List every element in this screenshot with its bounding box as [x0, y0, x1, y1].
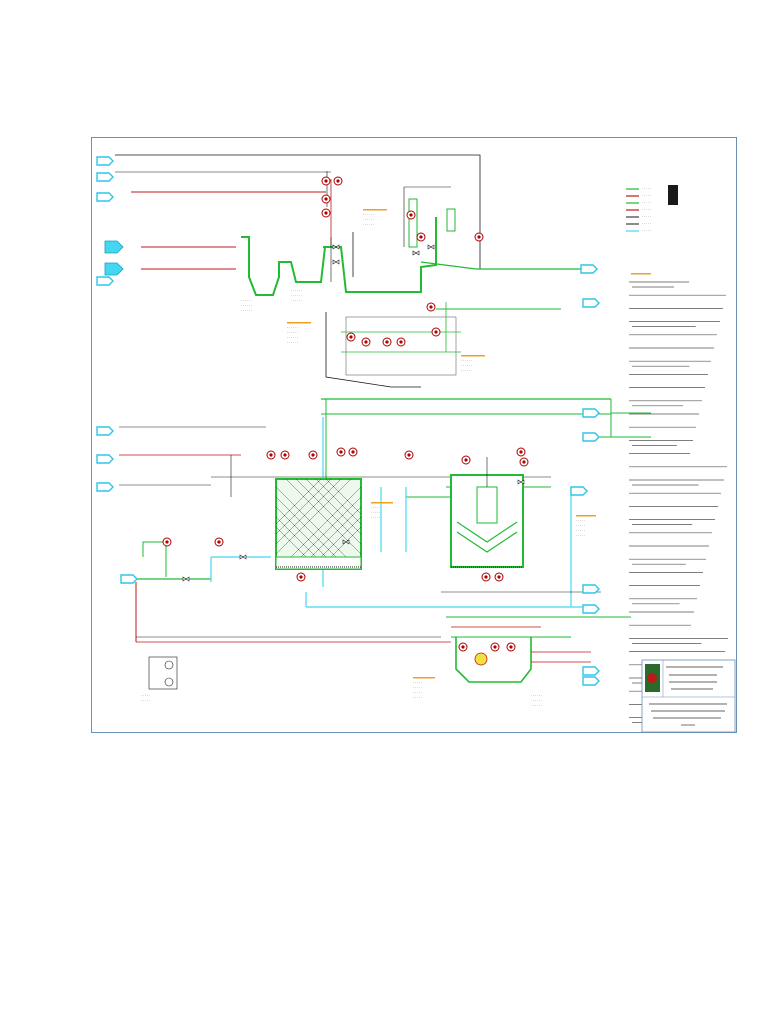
svg-text:· · · · ·: · · · · · — [141, 694, 150, 698]
svg-text:· · · · ·: · · · · · — [642, 208, 651, 212]
stream-tags — [96, 156, 600, 686]
svg-text:· · · · ·: · · · · · — [576, 534, 585, 538]
main-pipes — [119, 398, 651, 643]
svg-text:· · · · · ·: · · · · · · — [363, 213, 374, 217]
svg-text:· · · · ·: · · · · · — [642, 187, 651, 191]
dosing-section — [325, 302, 561, 388]
svg-text:· · · · · ·: · · · · · · — [461, 369, 472, 373]
svg-text:· · · · ·: · · · · · — [413, 691, 422, 695]
svg-text:· · · · ·: · · · · · — [642, 194, 651, 198]
svg-text:· · · · · ·: · · · · · · — [531, 699, 542, 703]
svg-text:· · · · ·: · · · · · — [642, 201, 651, 205]
svg-text:· · · · · ·: · · · · · · — [531, 704, 542, 708]
svg-text:· · · · ·: · · · · · — [141, 699, 150, 703]
inlet-section — [104, 154, 596, 296]
clarifier-unit — [450, 457, 524, 568]
svg-text:· · · · ·: · · · · · — [371, 506, 380, 510]
svg-text:· · · · ·: · · · · · — [576, 524, 585, 528]
svg-text:· · · · ·: · · · · · — [413, 696, 422, 700]
callout-notes: · · · · · ·· · · · · ·· · · · · · · · · … — [141, 209, 596, 708]
svg-text:· · · · · ·: · · · · · · — [287, 336, 298, 340]
notes-column — [629, 273, 728, 723]
svg-text:· · · · · ·: · · · · · · — [461, 359, 472, 363]
svg-text:· · · · · ·: · · · · · · — [363, 223, 374, 227]
svg-text:· · · · · ·: · · · · · · — [291, 299, 302, 303]
svg-text:· · · · · ·: · · · · · · — [461, 364, 472, 368]
svg-text:· · · · ·: · · · · · — [413, 686, 422, 690]
svg-text:· · · · ·: · · · · · — [576, 529, 585, 533]
sheet-frame — [91, 137, 737, 733]
svg-text:· · · · · ·: · · · · · · — [287, 331, 298, 335]
drawing-sheet: · · · · · ·· · · · · ·· · · · · · · · · … — [91, 137, 737, 751]
svg-text:· · · · ·: · · · · · — [371, 511, 380, 515]
svg-text:· · · · ·: · · · · · — [642, 222, 651, 226]
svg-text:· · · · · ·: · · · · · · — [241, 304, 252, 308]
sludge-tank — [451, 626, 591, 683]
title-block — [641, 659, 736, 733]
svg-text:· · · · ·: · · · · · — [576, 519, 585, 523]
svg-text:· · · · · ·: · · · · · · — [363, 218, 374, 222]
svg-text:· · · · · ·: · · · · · · — [241, 299, 252, 303]
svg-text:· · · · ·: · · · · · — [413, 681, 422, 685]
legend: · · · · · · · · · · · · · · · · · · · · · · … — [626, 185, 678, 233]
svg-text:· · · · · ·: · · · · · · — [287, 341, 298, 345]
svg-text:· · · · · ·: · · · · · · — [287, 326, 298, 330]
svg-text:· · · · · ·: · · · · · · — [291, 294, 302, 298]
svg-text:· · · · ·: · · · · · — [371, 516, 380, 520]
svg-text:· · · · · ·: · · · · · · — [291, 289, 302, 293]
svg-text:· · · · · ·: · · · · · · — [531, 694, 542, 698]
svg-text:· · · · ·: · · · · · — [642, 229, 651, 233]
filter-unit — [275, 478, 362, 570]
blower-unit — [148, 656, 178, 690]
svg-text:· · · · ·: · · · · · — [642, 215, 651, 219]
process-flow-diagram: · · · · · ·· · · · · ·· · · · · · · · · … — [91, 137, 737, 751]
svg-text:· · · · · ·: · · · · · · — [241, 309, 252, 313]
